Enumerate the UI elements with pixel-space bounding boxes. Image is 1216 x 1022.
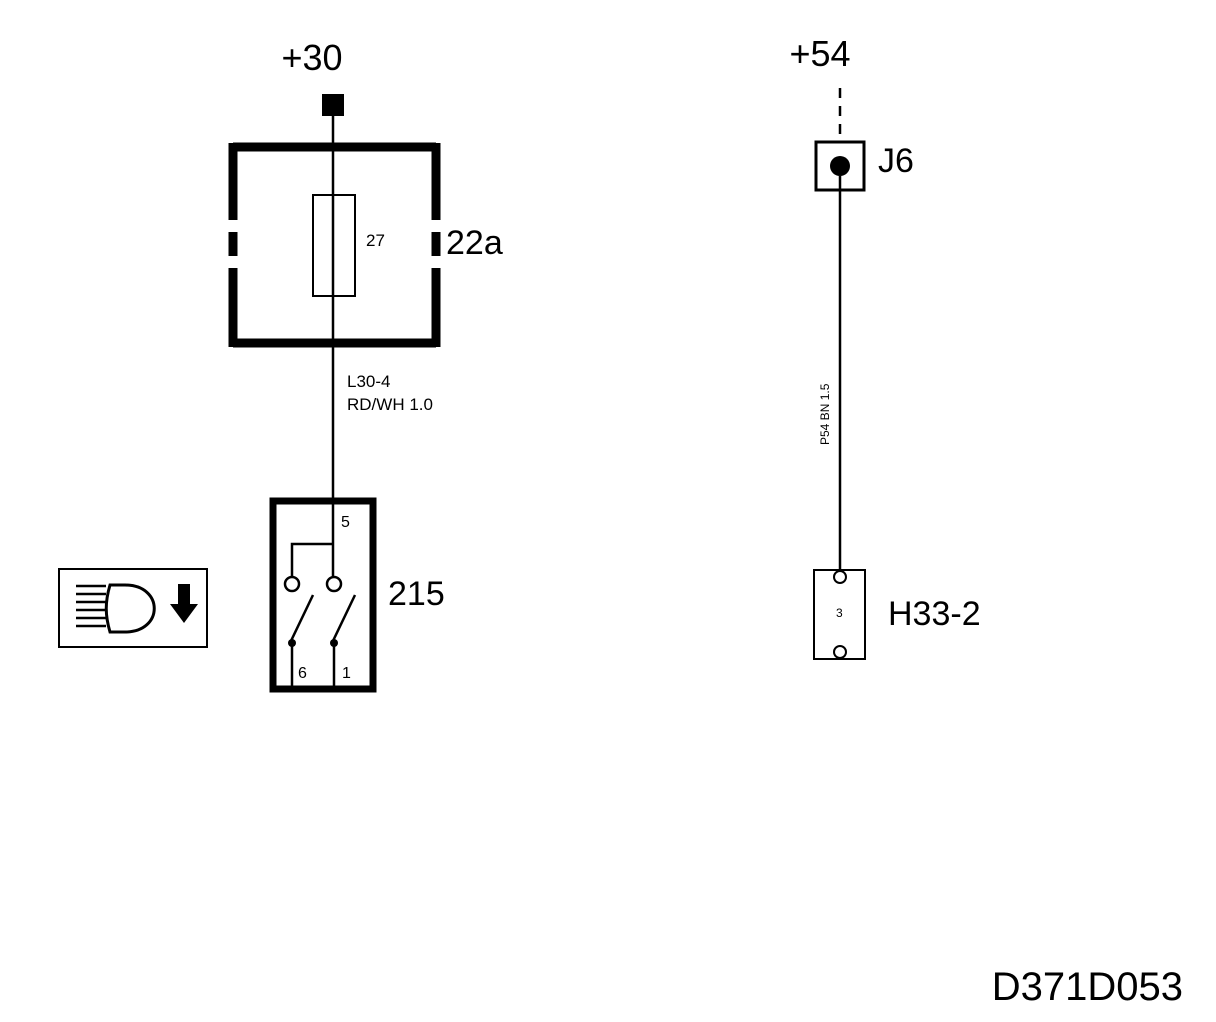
wire-left-spec: RD/WH 1.0 [347, 395, 433, 414]
junction-ref: J6 [878, 142, 914, 180]
connector-ref: H33-2 [888, 595, 981, 633]
supply-left-label: +30 [281, 37, 342, 78]
fuse-box-ref: 22a [446, 224, 503, 262]
switch-pivot-left [288, 639, 296, 647]
drawing-code: D371D053 [992, 965, 1183, 1009]
switch-ref: 215 [388, 575, 445, 613]
wire-right-label: P54 BN 1.5 [818, 383, 832, 445]
connector-pin-top [833, 570, 847, 584]
supply-left-terminal [322, 94, 344, 116]
fuse-number: 27 [366, 231, 385, 250]
fuse-box [228, 142, 441, 348]
connector-pin-number: 3 [836, 606, 843, 620]
switch-pin-bottom-right: 1 [342, 665, 351, 682]
switch-pivot-right [330, 639, 338, 647]
switch-contacts [283, 542, 357, 689]
wire-left-code: L30-4 [347, 372, 390, 391]
switch-housing [269, 497, 377, 693]
connector-housing [813, 569, 866, 660]
switch-pin-bottom-left: 6 [298, 665, 307, 682]
headlight-dip-icon [58, 568, 208, 648]
connector-pin-bottom [833, 645, 847, 659]
switch-pin-top: 5 [341, 514, 350, 531]
junction-node [830, 156, 850, 176]
supply-right-label: +54 [789, 33, 850, 74]
